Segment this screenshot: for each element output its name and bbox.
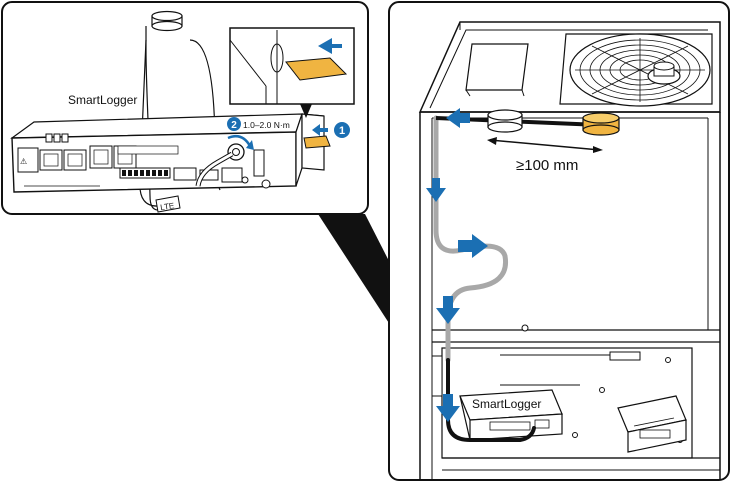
arrow-right-icon <box>458 234 488 258</box>
tape-roll <box>487 109 523 133</box>
step-two-badge: 2 <box>227 117 241 131</box>
smartlogger-detail-panel: ⚠ <box>1 1 369 215</box>
tape-callout <box>229 27 355 105</box>
fan-icon <box>569 33 711 107</box>
cabinet-cable <box>446 358 536 442</box>
smartlogger-device: ⚠ <box>10 113 325 193</box>
second-device <box>617 395 687 453</box>
callout-pointer-icon <box>300 104 312 118</box>
smartlogger-in-cabinet <box>459 389 563 441</box>
svg-text:1: 1 <box>339 125 345 137</box>
rotate-arrow-icon <box>227 135 252 147</box>
step-one-badge: 1 <box>334 122 350 138</box>
smartlogger-label: SmartLogger <box>68 93 137 107</box>
distance-arrow <box>487 137 603 153</box>
arrow-down-icon <box>426 178 446 202</box>
cabinet-panel: SmartLogger ≥100 mm <box>388 1 730 481</box>
antenna-icon <box>582 112 620 136</box>
arrow-left-icon <box>312 124 328 136</box>
cabinet-smartlogger-label: SmartLogger <box>472 397 541 411</box>
lte-label: LTE <box>160 201 175 212</box>
arrow-left-icon <box>446 108 470 128</box>
arrow-left-icon <box>318 38 342 54</box>
svg-text:2: 2 <box>231 120 237 131</box>
antenna-cable <box>433 115 509 363</box>
distance-label: ≥100 mm <box>516 157 578 174</box>
lte-antenna-icon <box>151 10 183 32</box>
arrow-down-icon <box>436 394 460 422</box>
svg-text:⚠: ⚠ <box>20 157 27 166</box>
arrow-down-icon <box>436 296 460 324</box>
lte-tag: LTE <box>155 195 181 213</box>
torque-label: 1.0–2.0 N·m <box>243 120 290 130</box>
